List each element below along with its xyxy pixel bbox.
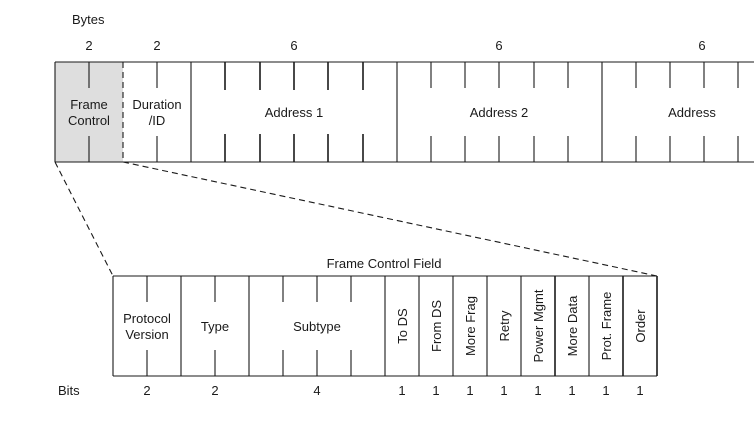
field-label: /ID	[149, 113, 166, 128]
byte-count: 2	[85, 38, 92, 53]
field-label: Address	[668, 105, 716, 120]
fc-field-label: Type	[201, 319, 229, 334]
bit-count: 1	[568, 383, 575, 398]
bits-label: Bits	[58, 383, 80, 398]
fc-field-label: Retry	[497, 310, 512, 342]
bit-count: 1	[466, 383, 473, 398]
bit-count: 1	[602, 383, 609, 398]
fc-field-label: Protocol	[123, 311, 171, 326]
fc-field-label: More Data	[565, 295, 580, 356]
bit-count: 1	[398, 383, 405, 398]
bytes-label: Bytes	[72, 12, 105, 27]
byte-count: 6	[698, 38, 705, 53]
fc-field-label: Order	[633, 309, 648, 343]
bit-count: 2	[143, 383, 150, 398]
field-label: Address 2	[470, 105, 529, 120]
byte-count: 6	[290, 38, 297, 53]
bit-count: 2	[211, 383, 218, 398]
fc-field-label: More Frag	[463, 296, 478, 356]
field-label: Frame	[70, 97, 108, 112]
zoom-connector-left	[54, 161, 114, 277]
bit-count: 4	[313, 383, 320, 398]
fc-field-label: Prot. Frame	[599, 292, 614, 361]
zoom-connector-right	[122, 161, 658, 277]
fc-field-label: From DS	[429, 300, 444, 352]
field-label: Control	[68, 113, 110, 128]
field-label: Duration	[132, 97, 181, 112]
fc-field-label: To DS	[395, 308, 410, 344]
byte-count: 2	[153, 38, 160, 53]
bit-count: 1	[636, 383, 643, 398]
bit-count: 1	[534, 383, 541, 398]
byte-count: 6	[495, 38, 502, 53]
bit-count: 1	[432, 383, 439, 398]
fc-field-label: Version	[125, 327, 168, 342]
fc-field-label: Subtype	[293, 319, 341, 334]
field-label: Address 1	[265, 105, 324, 120]
frame-control-title: Frame Control Field	[327, 256, 442, 271]
bit-count: 1	[500, 383, 507, 398]
fc-field-label: Power Mgmt	[531, 289, 546, 362]
